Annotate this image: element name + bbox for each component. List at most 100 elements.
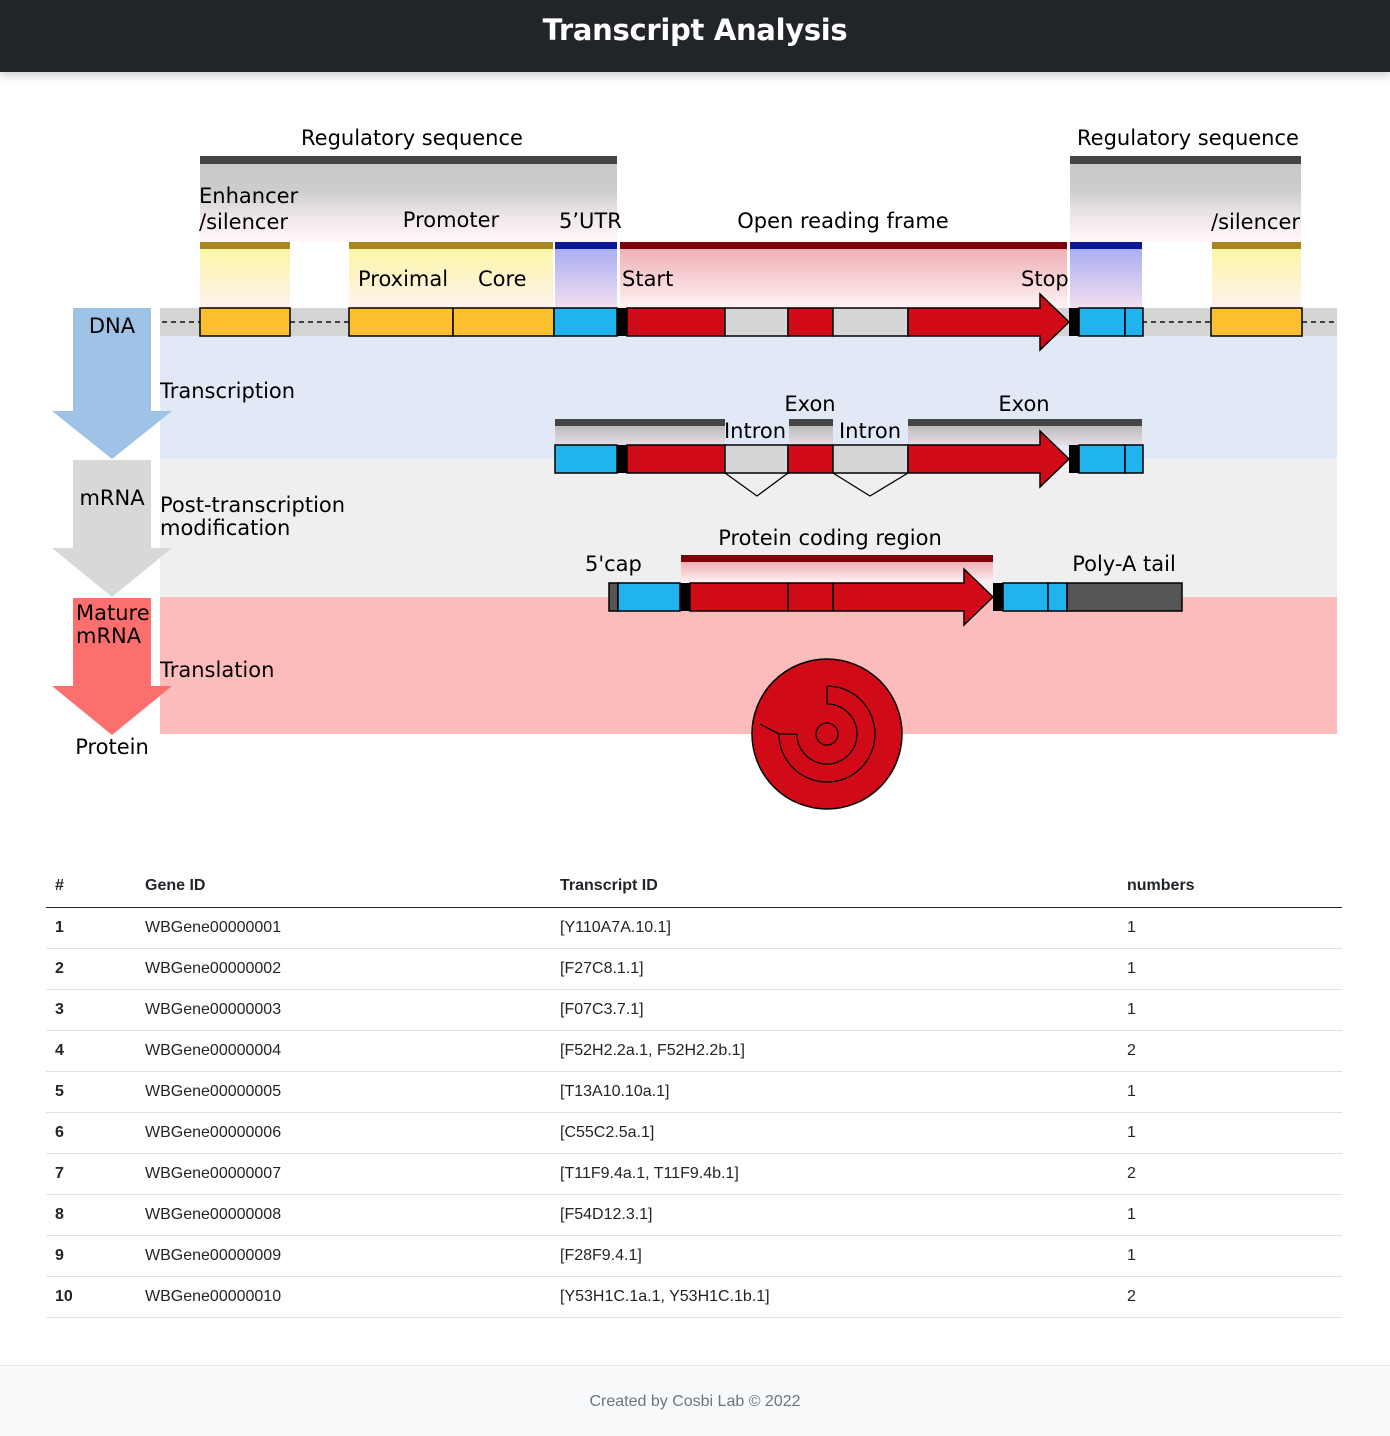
stage-post-transcription-label-2: modification <box>160 516 290 540</box>
numbers-cell: 1 <box>1118 948 1342 990</box>
dna-utr5 <box>553 307 618 337</box>
numbers-cell: 1 <box>1118 1112 1342 1154</box>
premrna-exon-shade-1 <box>555 426 725 445</box>
utr3-bar <box>1070 242 1142 249</box>
table-row: 1 WBGene00000001 [Y110A7A.10.1] 1 <box>46 907 1342 949</box>
table-row: 6 WBGene00000006 [C55C2.5a.1] 1 <box>46 1112 1342 1154</box>
gene-id-cell: WBGene00000003 <box>136 989 551 1031</box>
gene-id-cell: WBGene00000002 <box>136 948 551 990</box>
numbers-cell: 1 <box>1118 989 1342 1031</box>
gene-id-cell: WBGene00000010 <box>136 1276 551 1318</box>
col-header-numbers: numbers <box>1118 866 1342 908</box>
footer-credit: Created by Cosbi Lab © 2022 <box>589 1393 801 1410</box>
dna-start-codon <box>617 308 627 336</box>
row-index: 9 <box>46 1235 136 1277</box>
splice-line-1 <box>724 472 789 497</box>
transcript-id-cell: [T11F9.4a.1, T11F9.4b.1] <box>551 1153 1118 1195</box>
mature-utr3-a <box>1002 582 1049 612</box>
transcript-id-cell: [C55C2.5a.1] <box>551 1112 1118 1154</box>
page-title: Transcript Analysis <box>542 13 848 47</box>
utr5-bar <box>555 242 617 249</box>
orf-shade <box>620 249 1067 308</box>
transcript-id-cell: [F07C3.7.1] <box>551 989 1118 1031</box>
polya-tail-label: Poly-A tail <box>1072 552 1176 576</box>
regulatory-bar-left <box>200 156 617 164</box>
premrna-utr3-a <box>1078 444 1126 474</box>
stage-mrna-label: mRNA <box>79 486 145 510</box>
row-index: 6 <box>46 1112 136 1154</box>
dna-utr3-b <box>1124 307 1144 337</box>
numbers-cell: 1 <box>1118 1194 1342 1236</box>
dna-exon-2 <box>787 307 834 337</box>
top-navbar: Transcript Analysis <box>0 0 1390 72</box>
premrna-utr5 <box>554 444 618 474</box>
gene-id-cell: WBGene00000001 <box>136 907 551 949</box>
intron-label-1: Intron <box>724 419 786 443</box>
stage-translation-label: Translation <box>159 658 274 682</box>
dna-stop-codon <box>1069 308 1079 336</box>
transcript-id-cell: [F52H2.2a.1, F52H2.2b.1] <box>551 1030 1118 1072</box>
stage-protein-label: Protein <box>75 735 149 759</box>
table-row: 10 WBGene00000010 [Y53H1C.1a.1, Y53H1C.1… <box>46 1276 1342 1318</box>
row-index: 5 <box>46 1071 136 1113</box>
enhancer-bar-right <box>1212 242 1301 249</box>
transcript-id-cell: [F54D12.3.1] <box>551 1194 1118 1236</box>
orf-label: Open reading frame <box>737 209 948 233</box>
stage-transcription-label: Transcription <box>159 379 295 403</box>
table-row: 7 WBGene00000007 [T11F9.4a.1, T11F9.4b.1… <box>46 1153 1342 1195</box>
orf-bar <box>620 242 1067 249</box>
dna-promoter-core <box>452 307 555 337</box>
gene-id-cell: WBGene00000006 <box>136 1112 551 1154</box>
mature-utr5 <box>617 582 681 612</box>
gene-id-cell: WBGene00000008 <box>136 1194 551 1236</box>
premrna-exon-2 <box>787 444 834 474</box>
table-row: 4 WBGene00000004 [F52H2.2a.1, F52H2.2b.1… <box>46 1030 1342 1072</box>
numbers-cell: 1 <box>1118 907 1342 949</box>
row-index: 7 <box>46 1153 136 1195</box>
enhancer-label-1: Enhancer <box>199 184 299 208</box>
numbers-cell: 2 <box>1118 1153 1342 1195</box>
silencer-right-label: /silencer <box>1211 210 1300 234</box>
start-label: Start <box>622 267 673 291</box>
regulatory-shade-left <box>200 164 617 242</box>
premrna-stop <box>1069 445 1079 473</box>
intron-label-2: Intron <box>839 419 901 443</box>
transcript-id-cell: [F27C8.1.1] <box>551 948 1118 990</box>
numbers-cell: 1 <box>1118 1071 1342 1113</box>
premrna-exon-1 <box>626 444 726 474</box>
gene-structure-diagram: DNA Transcription mRNA Post-transcriptio… <box>0 72 1390 862</box>
mature-cap <box>608 582 619 612</box>
dna-stage-arrow <box>52 308 172 459</box>
row-index: 8 <box>46 1194 136 1236</box>
gene-id-cell: WBGene00000009 <box>136 1235 551 1277</box>
table-row: 9 WBGene00000009 [F28F9.4.1] 1 <box>46 1235 1342 1277</box>
dna-intron-1 <box>724 307 789 337</box>
row-index: 2 <box>46 948 136 990</box>
premrna-exon-bar-2 <box>789 419 833 426</box>
numbers-cell: 2 <box>1118 1276 1342 1318</box>
table-row: 3 WBGene00000003 [F07C3.7.1] 1 <box>46 989 1342 1031</box>
protein-coding-region-label: Protein coding region <box>718 526 942 550</box>
regulatory-left-label: Regulatory sequence <box>301 126 523 150</box>
stage-dna-label: DNA <box>89 314 136 338</box>
regulatory-bar-right <box>1070 156 1301 164</box>
enhancer-label-2: /silencer <box>199 210 288 234</box>
mature-exon-2 <box>787 582 834 612</box>
table-row: 8 WBGene00000008 [F54D12.3.1] 1 <box>46 1194 1342 1236</box>
coding-region-bar <box>681 555 993 562</box>
mature-mrna-stage-arrow <box>52 598 172 735</box>
exon-label-1: Exon <box>784 392 835 416</box>
stage-mature-label-2: mRNA <box>76 624 142 648</box>
premrna-utr3-b <box>1124 444 1144 474</box>
cap5-label: 5'cap <box>585 552 642 576</box>
stage-mature-label-1: Mature <box>76 601 150 625</box>
promoter-shade <box>349 249 553 308</box>
enhancer-bar-left <box>200 242 290 249</box>
table-row: 5 WBGene00000005 [T13A10.10a.1] 1 <box>46 1071 1342 1113</box>
numbers-cell: 1 <box>1118 1235 1342 1277</box>
premrna-intron-2 <box>832 444 909 474</box>
translation-band <box>160 597 1337 734</box>
utr3-shade <box>1070 249 1142 308</box>
premrna-exon-bar-3 <box>908 419 1142 426</box>
gene-id-cell: WBGene00000007 <box>136 1153 551 1195</box>
